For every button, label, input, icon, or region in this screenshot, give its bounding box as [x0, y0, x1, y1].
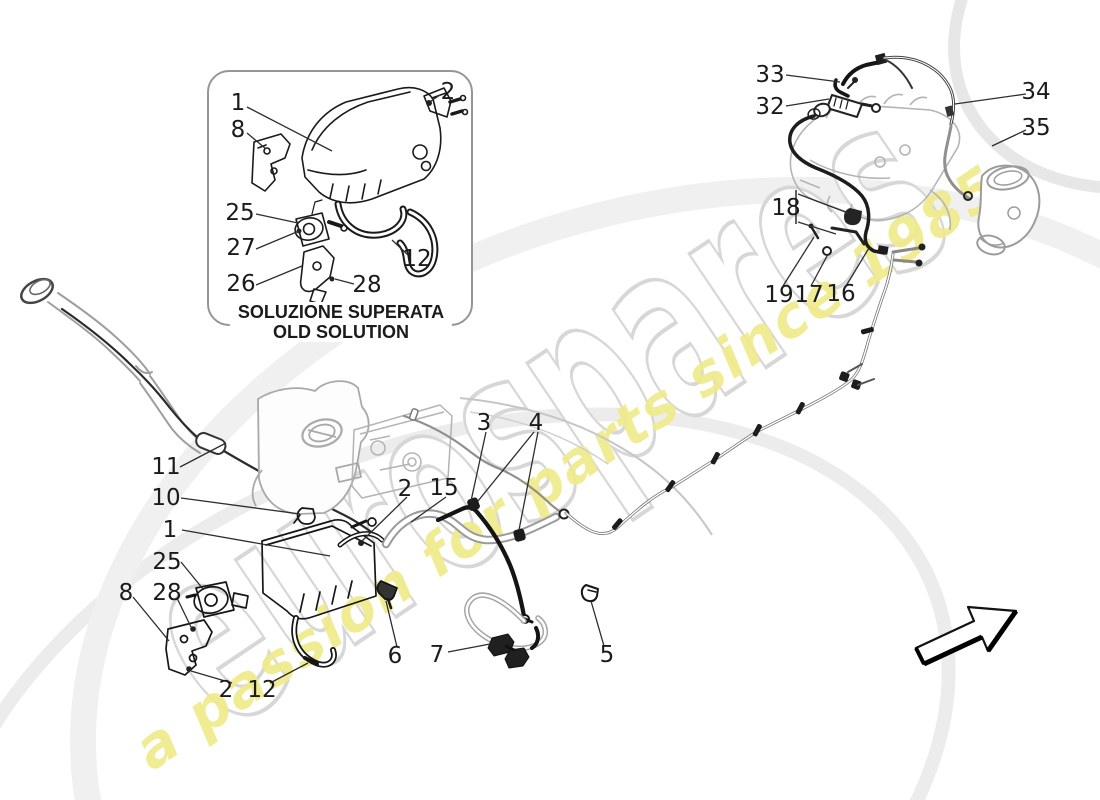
callout-right-16[interactable]: 16	[826, 281, 856, 307]
direction-arrow-icon	[914, 605, 1019, 667]
callout-main-3[interactable]: 3	[476, 410, 492, 436]
callout-right-33[interactable]: 33	[755, 62, 785, 88]
callout-inset-28[interactable]: 28	[352, 272, 382, 298]
callout-inset-25[interactable]: 25	[225, 200, 255, 226]
callout-right-34[interactable]: 34	[1021, 79, 1051, 105]
callout-inset-27[interactable]: 27	[226, 235, 256, 261]
callout-main-12[interactable]: 12	[247, 677, 277, 703]
callout-main-5[interactable]: 5	[599, 642, 615, 668]
callout-main-2a[interactable]: 2	[218, 677, 234, 703]
old-solution-inset-box	[207, 70, 473, 326]
callout-inset-26[interactable]: 26	[226, 271, 256, 297]
callout-main-25[interactable]: 25	[152, 549, 182, 575]
callout-main-2b[interactable]: 2	[397, 476, 413, 502]
inset-caption-line1: SOLUZIONE SUPERATA	[237, 302, 445, 322]
callout-inset-1[interactable]: 1	[230, 90, 246, 116]
callout-right-17[interactable]: 17	[794, 282, 824, 308]
callout-main-10[interactable]: 10	[151, 485, 181, 511]
engine-tubes-drawing	[788, 52, 1041, 256]
inset-caption: SOLUZIONE SUPERATA OLD SOLUTION	[229, 302, 453, 342]
callout-right-19[interactable]: 19	[764, 282, 794, 308]
callout-inset-8[interactable]: 8	[230, 117, 246, 143]
callout-main-28[interactable]: 28	[152, 580, 182, 606]
callout-main-11[interactable]: 11	[151, 454, 181, 480]
callout-right-35[interactable]: 35	[1021, 115, 1051, 141]
engine-cover-drawing	[351, 397, 713, 536]
callout-main-8[interactable]: 8	[118, 580, 134, 606]
callout-main-7[interactable]: 7	[429, 642, 445, 668]
callout-main-4[interactable]: 4	[528, 410, 544, 436]
callout-right-18[interactable]: 18	[771, 195, 801, 221]
callout-main-15[interactable]: 15	[429, 475, 459, 501]
callout-main-6[interactable]: 6	[387, 643, 403, 669]
inset-canister-drawing	[251, 86, 469, 305]
callout-right-32[interactable]: 32	[755, 94, 785, 120]
callout-inset-2[interactable]: 2	[440, 79, 456, 105]
canister-assembly-drawing	[165, 507, 398, 676]
callout-inset-12[interactable]: 12	[402, 246, 432, 272]
leader-lines	[132, 74, 1027, 684]
inset-caption-line2: OLD SOLUTION	[273, 322, 409, 342]
callout-main-1[interactable]: 1	[162, 517, 178, 543]
fuel-pipeline-drawing	[564, 243, 926, 536]
center-pipes-drawing	[381, 408, 599, 669]
